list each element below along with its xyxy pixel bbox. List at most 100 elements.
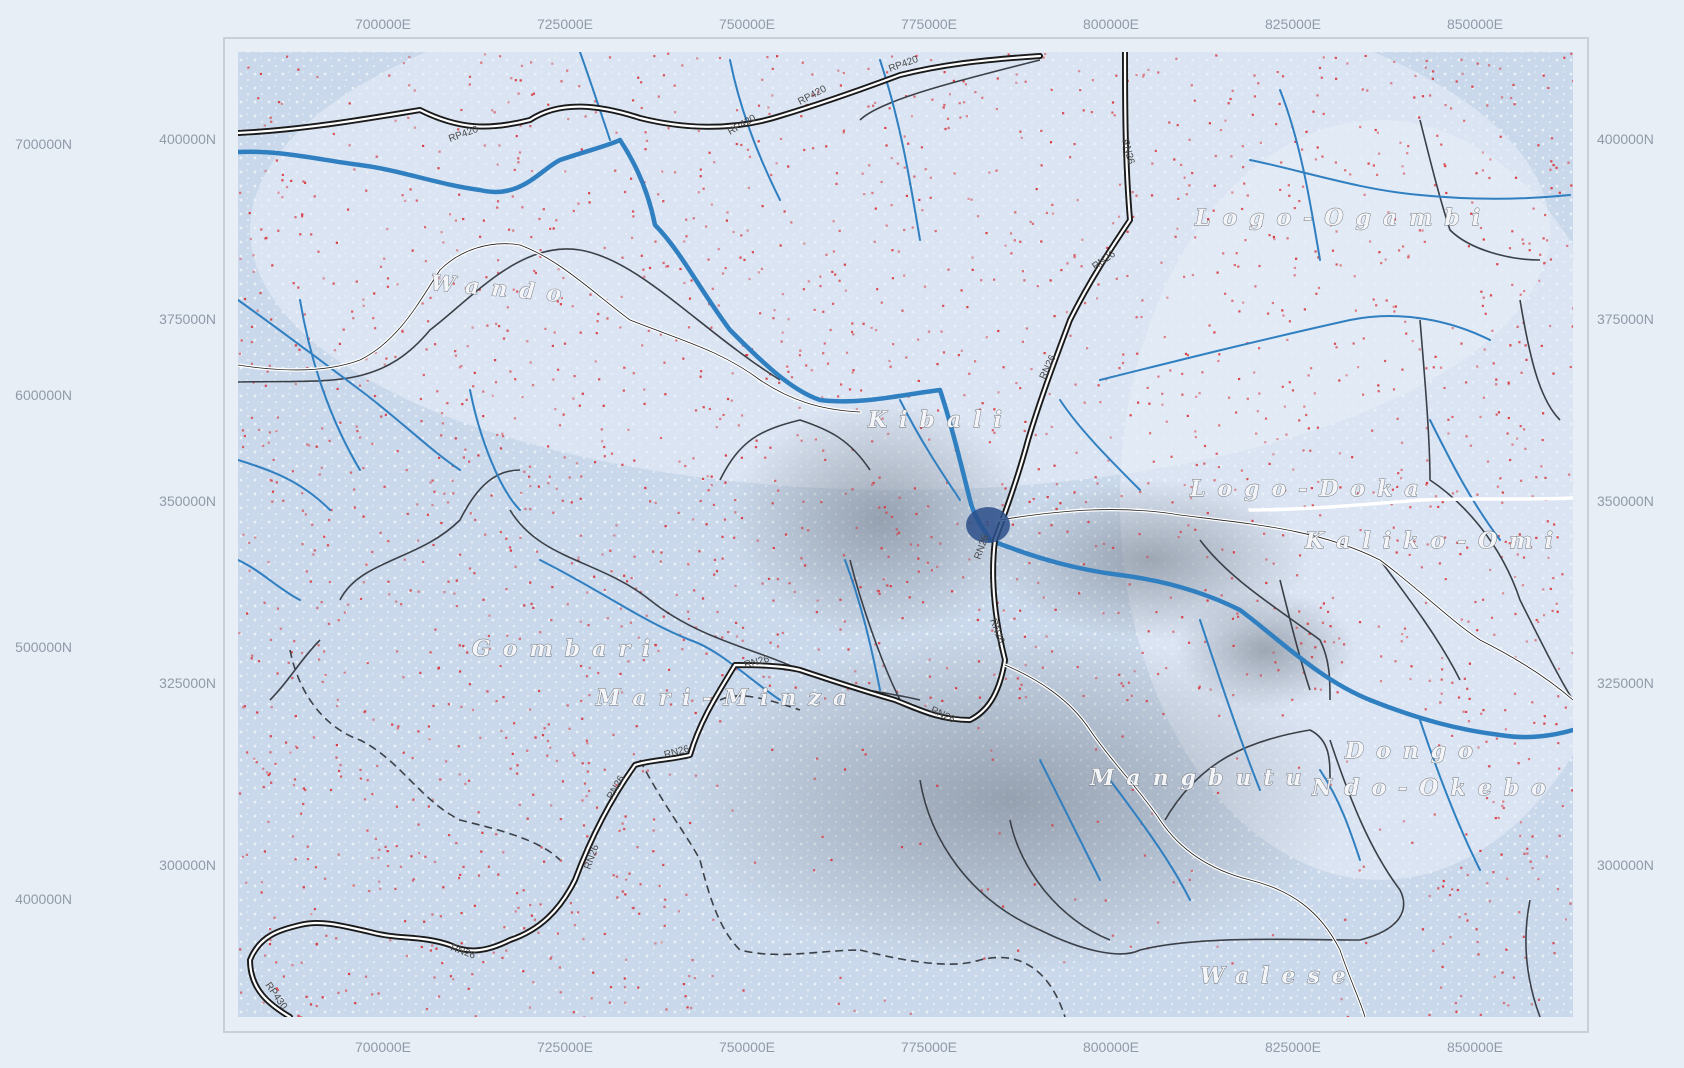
settlement-point [526,749,529,752]
settlement-point [1334,161,1337,164]
settlement-point [880,301,883,304]
settlement-point [708,407,711,411]
settlement-point [362,515,365,518]
settlement-point [775,162,778,165]
town-marker[interactable] [966,507,1010,543]
map-body[interactable]: RP420 RP420 RP420 RP420 RN26 RN26 RN26 R… [238,0,1640,1019]
settlement-point [539,249,542,252]
settlement-point [619,326,622,329]
region-label-kibali[interactable]: Kibali [867,407,1014,434]
settlement-point [401,330,404,333]
settlement-point [337,619,340,622]
region-label-ndo-okebo[interactable]: Ndo-Okebo [1311,775,1558,802]
settlement-point [532,793,535,796]
settlement-point [699,175,702,178]
settlement-point [440,412,444,415]
settlement-point [997,391,1000,394]
settlement-point [787,165,790,168]
settlement-point [767,577,771,580]
settlement-point [653,818,656,821]
settlement-point [649,500,652,503]
settlement-point [1476,629,1479,632]
settlement-point [1181,616,1184,619]
y-tick-label: 350000N [1597,493,1654,509]
settlement-point [657,95,660,98]
region-label-logo-ogambi[interactable]: Logo-Ogambi [1194,205,1492,232]
settlement-point [1471,85,1474,88]
settlement-point [846,351,849,354]
settlement-point [1486,460,1490,463]
settlement-point [1444,165,1447,168]
settlement-point [570,501,573,504]
settlement-point [689,821,692,825]
region-label-mangbutu[interactable]: Mangbutu [1089,765,1314,792]
settlement-point [993,278,996,281]
settlement-point [498,325,501,328]
settlement-point [1335,77,1338,80]
settlement-point [433,976,436,979]
settlement-point [1118,673,1121,676]
settlement-point [699,375,702,378]
settlement-point [691,959,694,962]
settlement-point [320,466,323,469]
region-label-gombari[interactable]: Gombari [472,636,662,663]
settlement-point [1513,575,1517,579]
settlement-point [271,264,274,267]
settlement-point [1143,854,1146,857]
y-tick-label: 325000N [1597,675,1654,691]
settlement-point [541,734,545,737]
settlement-point [1280,161,1283,164]
settlement-point [471,708,474,712]
settlement-point [1335,346,1338,349]
settlement-point [313,549,316,552]
settlement-point [719,720,722,723]
settlement-point [976,618,979,622]
settlement-point [1319,688,1322,691]
settlement-point [1194,236,1197,239]
settlement-point [264,384,267,387]
settlement-point [1535,476,1538,479]
settlement-point [586,591,589,594]
settlement-point [1174,235,1177,238]
settlement-point [633,459,636,462]
settlement-point [1117,611,1120,614]
settlement-point [603,445,606,449]
settlement-point [931,98,934,101]
settlement-point [781,631,784,635]
settlement-point [889,365,892,368]
settlement-point [1466,687,1469,690]
settlement-point [1231,962,1234,965]
settlement-point [761,78,764,81]
settlement-point [960,349,963,352]
settlement-point [1426,459,1429,462]
region-label-logo-doka[interactable]: Logo-Doka [1189,476,1431,503]
settlement-point [686,1006,689,1009]
settlement-point [1300,642,1303,645]
region-label-kaliko-omi[interactable]: Kaliko-Omi [1304,528,1565,555]
settlement-point [1310,367,1313,370]
region-label-dongo[interactable]: Dongo [1344,738,1485,765]
settlement-point [951,590,954,593]
settlement-point [606,317,609,320]
settlement-point [429,949,432,952]
settlement-point [457,128,460,131]
settlement-point [786,365,789,368]
y-tick-label: 375000N [159,311,216,327]
settlement-point [1293,207,1296,210]
settlement-point [603,246,606,250]
settlement-point [547,103,550,106]
settlement-point [309,1003,313,1006]
settlement-point [1094,476,1097,479]
settlement-point [679,267,682,271]
settlement-point [302,886,305,889]
region-label-walese[interactable]: Walese [1200,963,1358,990]
settlement-point [936,784,939,787]
settlement-point [1501,971,1504,974]
region-label-mari-minza[interactable]: Mari-Minza [595,685,859,712]
settlement-point [1332,641,1336,644]
settlement-point [855,408,858,411]
settlement-point [246,612,249,615]
settlement-point [1540,465,1543,468]
settlement-point [586,742,589,745]
settlement-point [502,851,505,854]
